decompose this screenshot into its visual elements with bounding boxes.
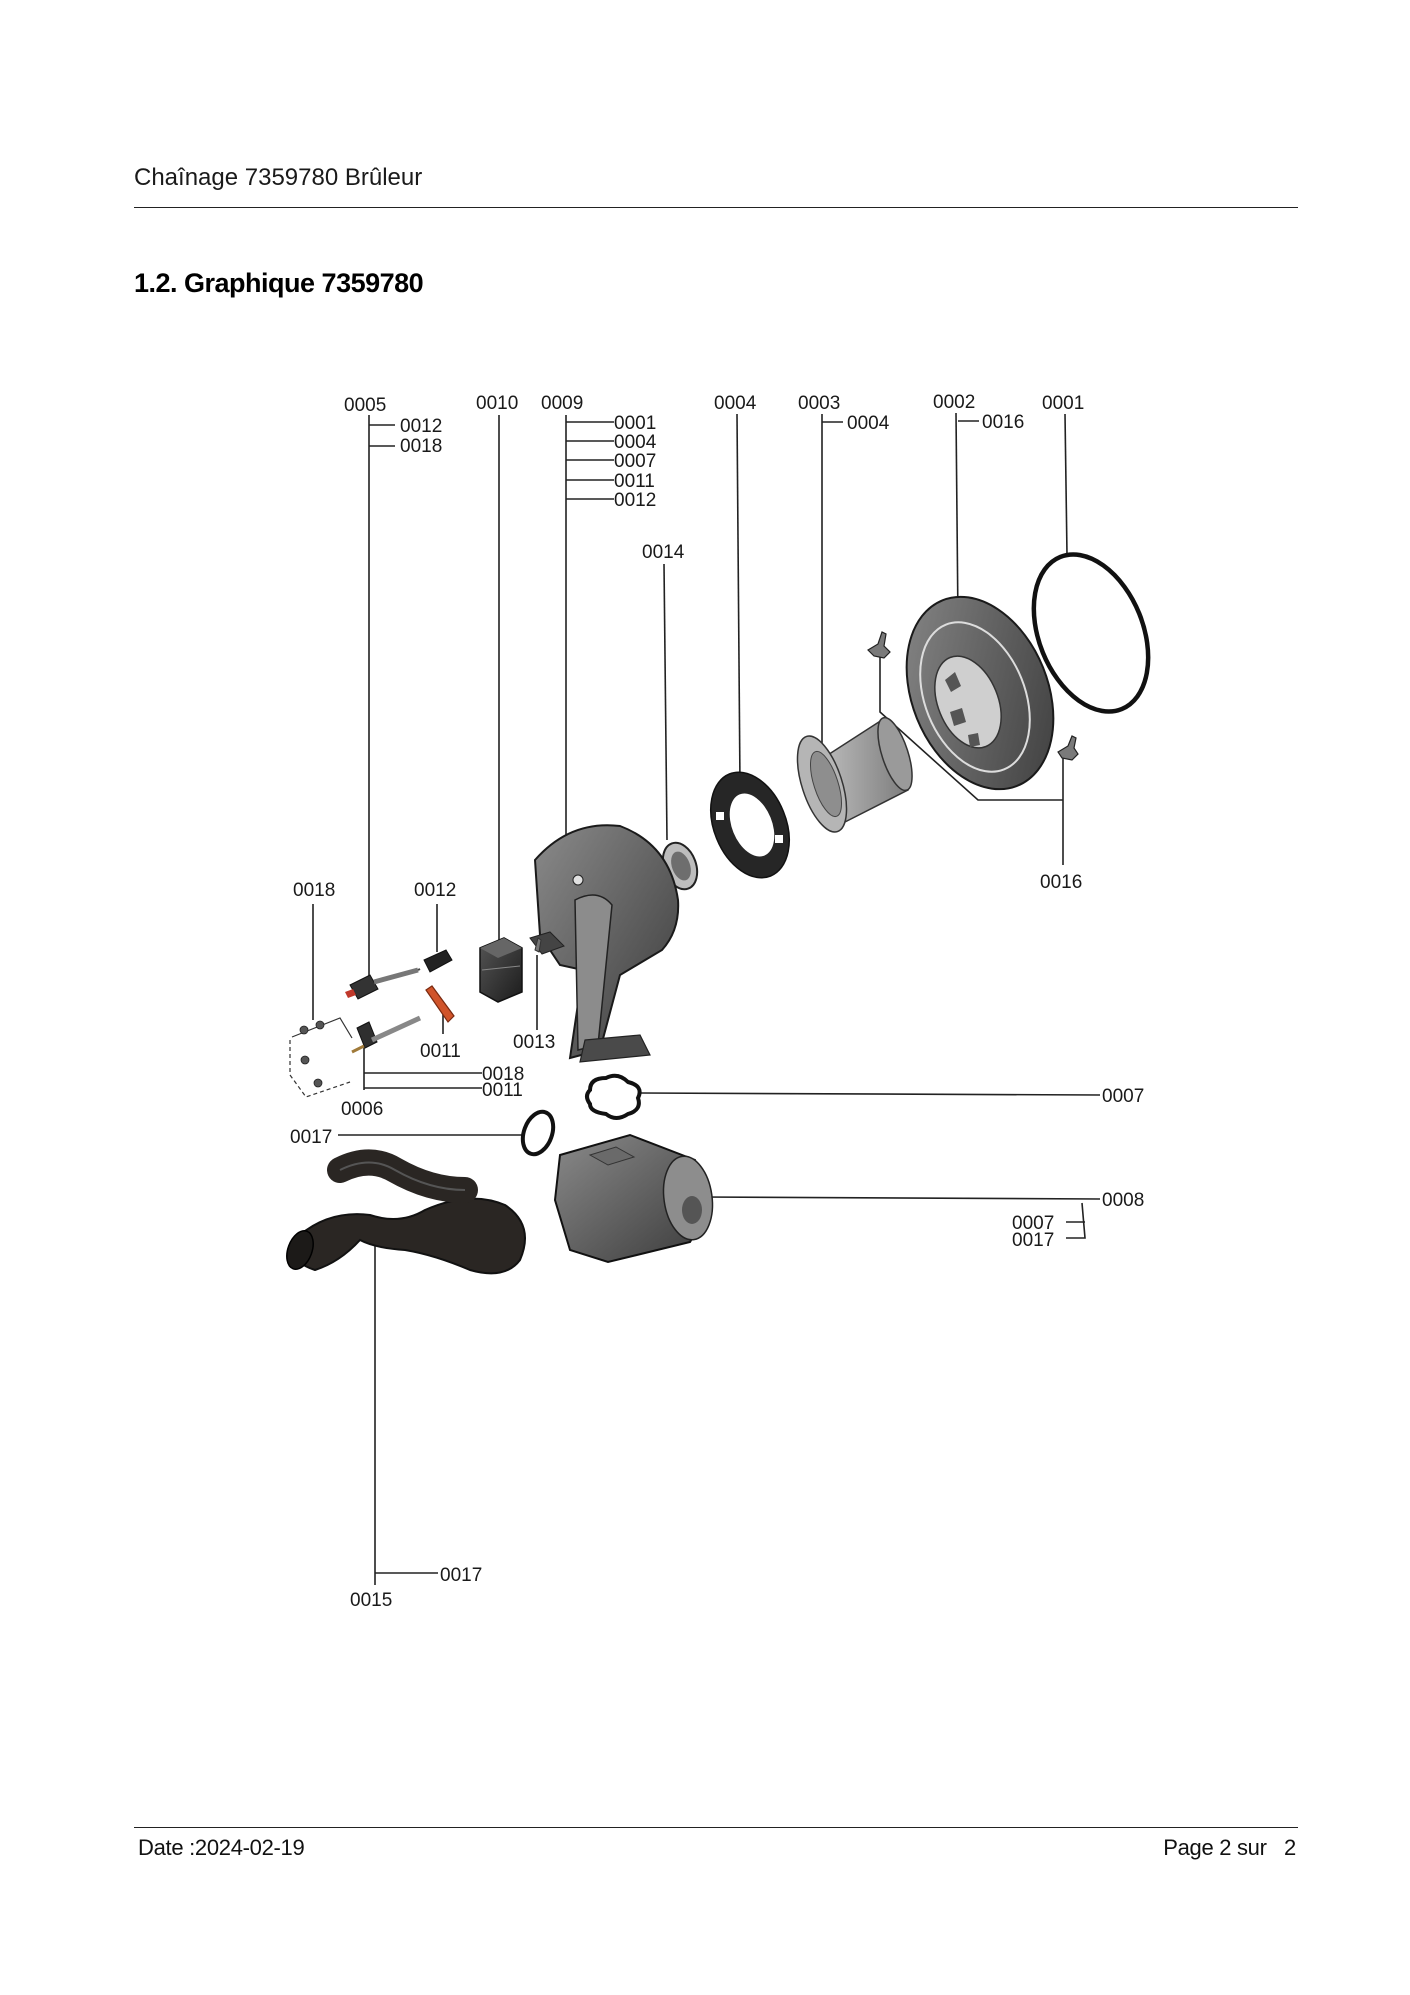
callout-0005: 0005 bbox=[344, 395, 386, 416]
part-0017-o-ring bbox=[520, 1109, 556, 1157]
part-0003-flame-tube bbox=[796, 716, 913, 833]
callout-0012: 0012 bbox=[414, 880, 456, 901]
callout-0003: 0003 bbox=[798, 393, 840, 414]
callout-0002: 0002 bbox=[933, 392, 975, 413]
document-title: Chaînage 7359780 Brûleur bbox=[134, 164, 423, 191]
callout-0008-sub-0017: 0017 bbox=[1012, 1230, 1054, 1251]
callout-0002-sub-0016: 0016 bbox=[982, 412, 1024, 433]
callout-0010: 0010 bbox=[476, 393, 518, 414]
callout-0016: 0016 bbox=[1040, 872, 1082, 893]
callout-0003-sub-0004: 0004 bbox=[847, 413, 890, 434]
callout-0008-sub-0007: 0007 bbox=[1012, 1213, 1054, 1234]
callout-0004: 0004 bbox=[714, 393, 757, 414]
part-0015-air-hose bbox=[286, 1149, 526, 1275]
callout-0009-sub-0012: 0012 bbox=[614, 490, 656, 511]
callout-0018: 0018 bbox=[293, 880, 335, 901]
part-0007-gasket bbox=[585, 1073, 642, 1120]
callout-0006-sub-0018: 0018 bbox=[482, 1064, 524, 1085]
callout-labels: 0005 0012 0018 0010 0009 0001 0004 0007 … bbox=[290, 392, 1144, 1611]
callout-0009: 0009 bbox=[541, 393, 583, 414]
part-0016-clip bbox=[867, 631, 1079, 761]
part-0008-fan bbox=[553, 1133, 714, 1264]
callout-0014: 0014 bbox=[642, 542, 685, 563]
part-0011-gasket bbox=[425, 985, 455, 1023]
callout-0009-sub-0004: 0004 bbox=[614, 432, 657, 453]
part-0018-screws bbox=[289, 1017, 353, 1098]
footer-divider bbox=[134, 1827, 1298, 1828]
callout-0006-sub-0011: 0011 bbox=[482, 1080, 523, 1101]
callout-0001: 0001 bbox=[1042, 393, 1084, 414]
part-0004-gasket bbox=[710, 771, 790, 879]
callout-0015: 0015 bbox=[350, 1590, 392, 1611]
callout-0007: 0007 bbox=[1102, 1086, 1144, 1107]
part-0002-burner-door bbox=[905, 595, 1055, 791]
callout-0013: 0013 bbox=[513, 1032, 555, 1053]
callout-0006: 0006 bbox=[341, 1099, 383, 1120]
footer-page-number: Page 2 sur 2 bbox=[1163, 1835, 1296, 1860]
callout-0015-sub-0017: 0017 bbox=[440, 1565, 482, 1586]
callout-0005-sub-0012: 0012 bbox=[400, 416, 442, 437]
callout-0005-sub-0018: 0018 bbox=[400, 436, 442, 457]
part-0013-pin bbox=[534, 937, 542, 953]
callout-0017: 0017 bbox=[290, 1127, 332, 1148]
footer-date: Date :2024-02-19 bbox=[138, 1835, 305, 1860]
part-0009-burner-housing bbox=[529, 824, 680, 1063]
header-divider bbox=[134, 207, 1298, 208]
section-title: 1.2. Graphique 7359780 bbox=[134, 268, 424, 298]
callout-0009-sub-0001: 0001 bbox=[614, 413, 656, 434]
callout-0008: 0008 bbox=[1102, 1190, 1144, 1211]
part-0001-o-ring bbox=[1031, 552, 1151, 714]
callout-0009-sub-0007: 0007 bbox=[614, 451, 656, 472]
callout-0011: 0011 bbox=[420, 1041, 461, 1062]
callout-0009-sub-0011: 0011 bbox=[614, 471, 655, 492]
part-0005-ignition-electrode bbox=[345, 967, 421, 1000]
part-0006-ionisation-electrode bbox=[351, 1015, 422, 1054]
leader-lines bbox=[312, 412, 1101, 1585]
part-0010-ignition-module bbox=[479, 937, 523, 1003]
part-0012-connector bbox=[423, 949, 453, 973]
